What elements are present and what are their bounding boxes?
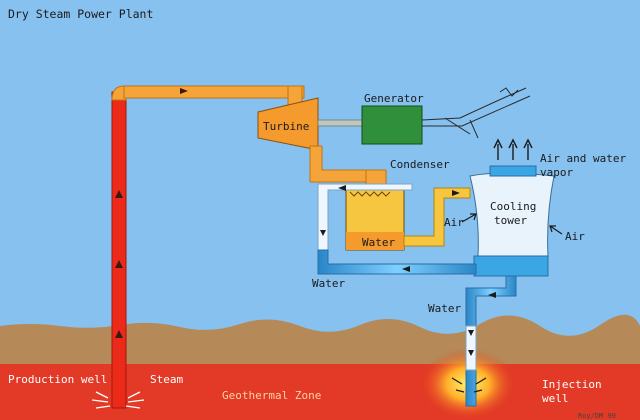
generator-label: Generator — [364, 92, 424, 105]
up-arrow-icon — [320, 230, 326, 236]
right-arrow-icon — [452, 190, 460, 196]
steam-label: Steam — [150, 373, 183, 386]
vapor-arrow-icon — [508, 138, 518, 160]
right-arrow-icon — [180, 88, 188, 94]
steam-wisps — [91, 391, 145, 409]
generator — [361, 105, 423, 145]
geothermal-layer — [0, 364, 640, 420]
right-arrow-icon — [338, 185, 346, 191]
cooling-tower-top — [489, 165, 537, 177]
air-vapor-label-line1: Air and water — [540, 152, 626, 165]
condenser-label: Condenser — [390, 158, 450, 171]
diagram-title: Dry Steam Power Plant — [8, 7, 153, 21]
turbine-label: Turbine — [263, 120, 309, 133]
air-in-arrow-icon — [461, 213, 477, 223]
left-arrow-icon — [488, 292, 496, 298]
credit-label: Roy/DM 90 — [578, 412, 616, 420]
production-well-pipe — [111, 91, 127, 409]
injection-well-label-line1: Injection — [542, 378, 602, 391]
injection-pipe-ground — [465, 325, 477, 371]
left-arrow-icon — [402, 266, 410, 272]
cooling-tower-label-line2: tower — [494, 214, 527, 227]
up-arrow-icon — [115, 190, 123, 198]
air-left-label: Air — [444, 216, 464, 229]
condenser-outlet-pipe — [403, 187, 471, 247]
condenser-water — [346, 232, 404, 250]
water-injection-label: Water — [428, 302, 461, 315]
vapor-arrow-icon — [523, 138, 533, 160]
injection-well-label-line2: well — [542, 392, 569, 405]
water-return-label: Water — [312, 277, 345, 290]
water-return-pipe — [317, 249, 477, 275]
condenser-coil — [349, 191, 391, 197]
power-tower-icon — [499, 87, 519, 97]
water-tank-label: Water — [362, 236, 395, 249]
up-arrow-icon — [115, 260, 123, 268]
up-arrow-icon — [115, 330, 123, 338]
injection-flow-lines — [451, 377, 487, 393]
air-in-arrow-icon — [549, 225, 563, 235]
steam-pipe-top — [123, 85, 305, 99]
power-lines — [421, 87, 531, 139]
down-arrow-icon — [468, 330, 474, 356]
exhaust-pipe-elbow — [365, 169, 387, 185]
geothermal-zone-label: Geothermal Zone — [222, 389, 321, 402]
vapor-arrow-icon — [493, 138, 503, 160]
cooling-tower-label-line1: Cooling — [490, 200, 536, 213]
cooling-tower-basin — [473, 255, 549, 277]
air-right-label: Air — [565, 230, 585, 243]
turbine-shaft — [317, 119, 363, 127]
air-vapor-label-line2: vapor — [540, 166, 573, 179]
production-well-label: Production well — [8, 373, 107, 386]
